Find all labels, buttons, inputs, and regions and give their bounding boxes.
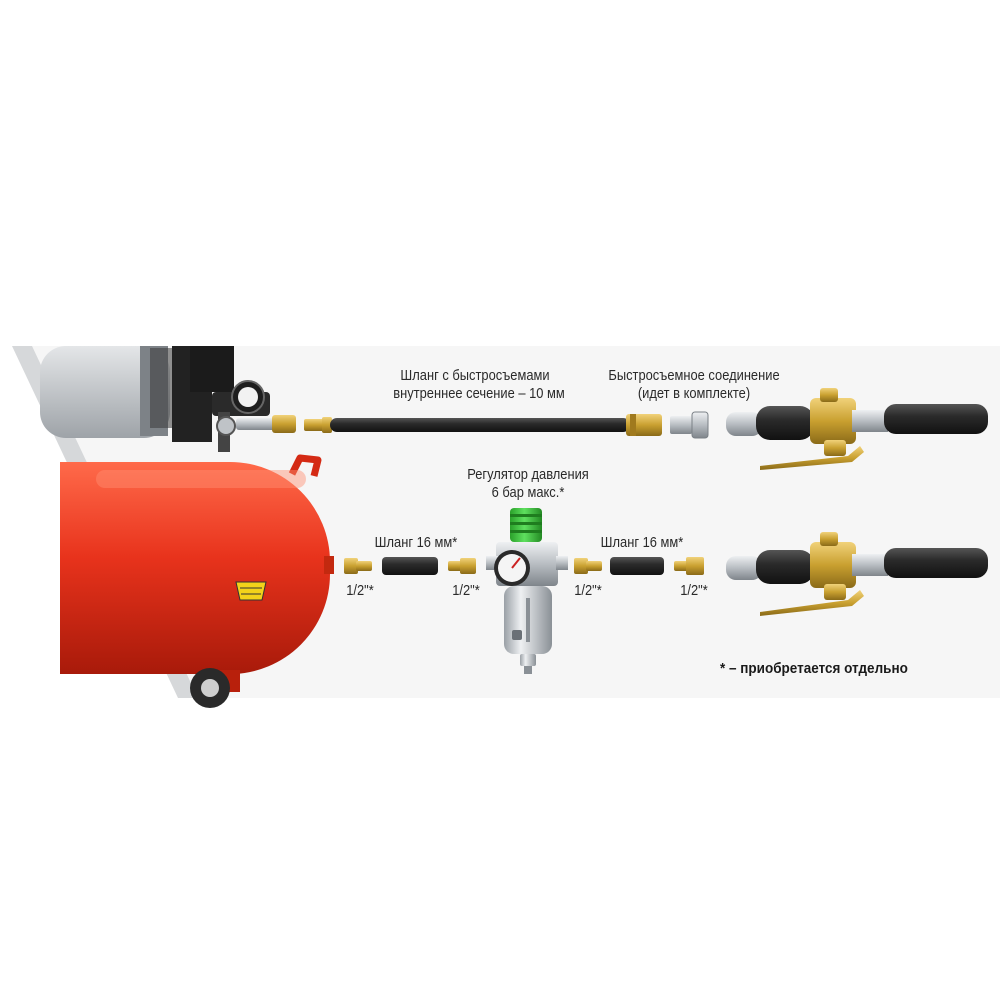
fitting-2 — [448, 558, 476, 574]
label-hose16-right: Шланг 16 мм* — [600, 534, 684, 551]
hose-quick-couplers — [304, 414, 662, 436]
hose-16-left — [382, 557, 438, 575]
pressure-regulator — [486, 508, 568, 674]
blow-gun-top — [726, 388, 988, 470]
footnote: * – приобретается отдельно — [720, 660, 908, 677]
fitting-1 — [344, 558, 372, 574]
label-fitting-3: 1/2"* — [574, 582, 602, 599]
quick-connector — [670, 411, 709, 439]
hose-16-right — [610, 557, 664, 575]
label-hose16-left: Шланг 16 мм* — [374, 534, 458, 551]
label-hose-quick: Шланг с быстросъемами внутреннее сечение… — [393, 367, 565, 402]
outlet-fitting — [272, 415, 296, 433]
blow-gun-bottom — [726, 532, 988, 616]
label-fitting-2: 1/2"* — [452, 582, 480, 599]
label-fitting-1: 1/2"* — [346, 582, 374, 599]
outlet-valve — [236, 418, 280, 430]
label-regulator: Регулятор давления 6 бар макс.* — [467, 466, 589, 501]
fitting-3 — [574, 558, 602, 574]
warning-sticker-icon — [235, 581, 267, 601]
trigger-lever — [760, 590, 864, 616]
trigger-lever — [760, 446, 864, 470]
fitting-4 — [674, 557, 704, 575]
compressor-motor — [40, 346, 170, 438]
compressor — [40, 346, 334, 708]
label-fitting-4: 1/2"* — [680, 582, 708, 599]
label-quick-connector: Быстросъемное соединение (идет в комплек… — [608, 367, 780, 402]
